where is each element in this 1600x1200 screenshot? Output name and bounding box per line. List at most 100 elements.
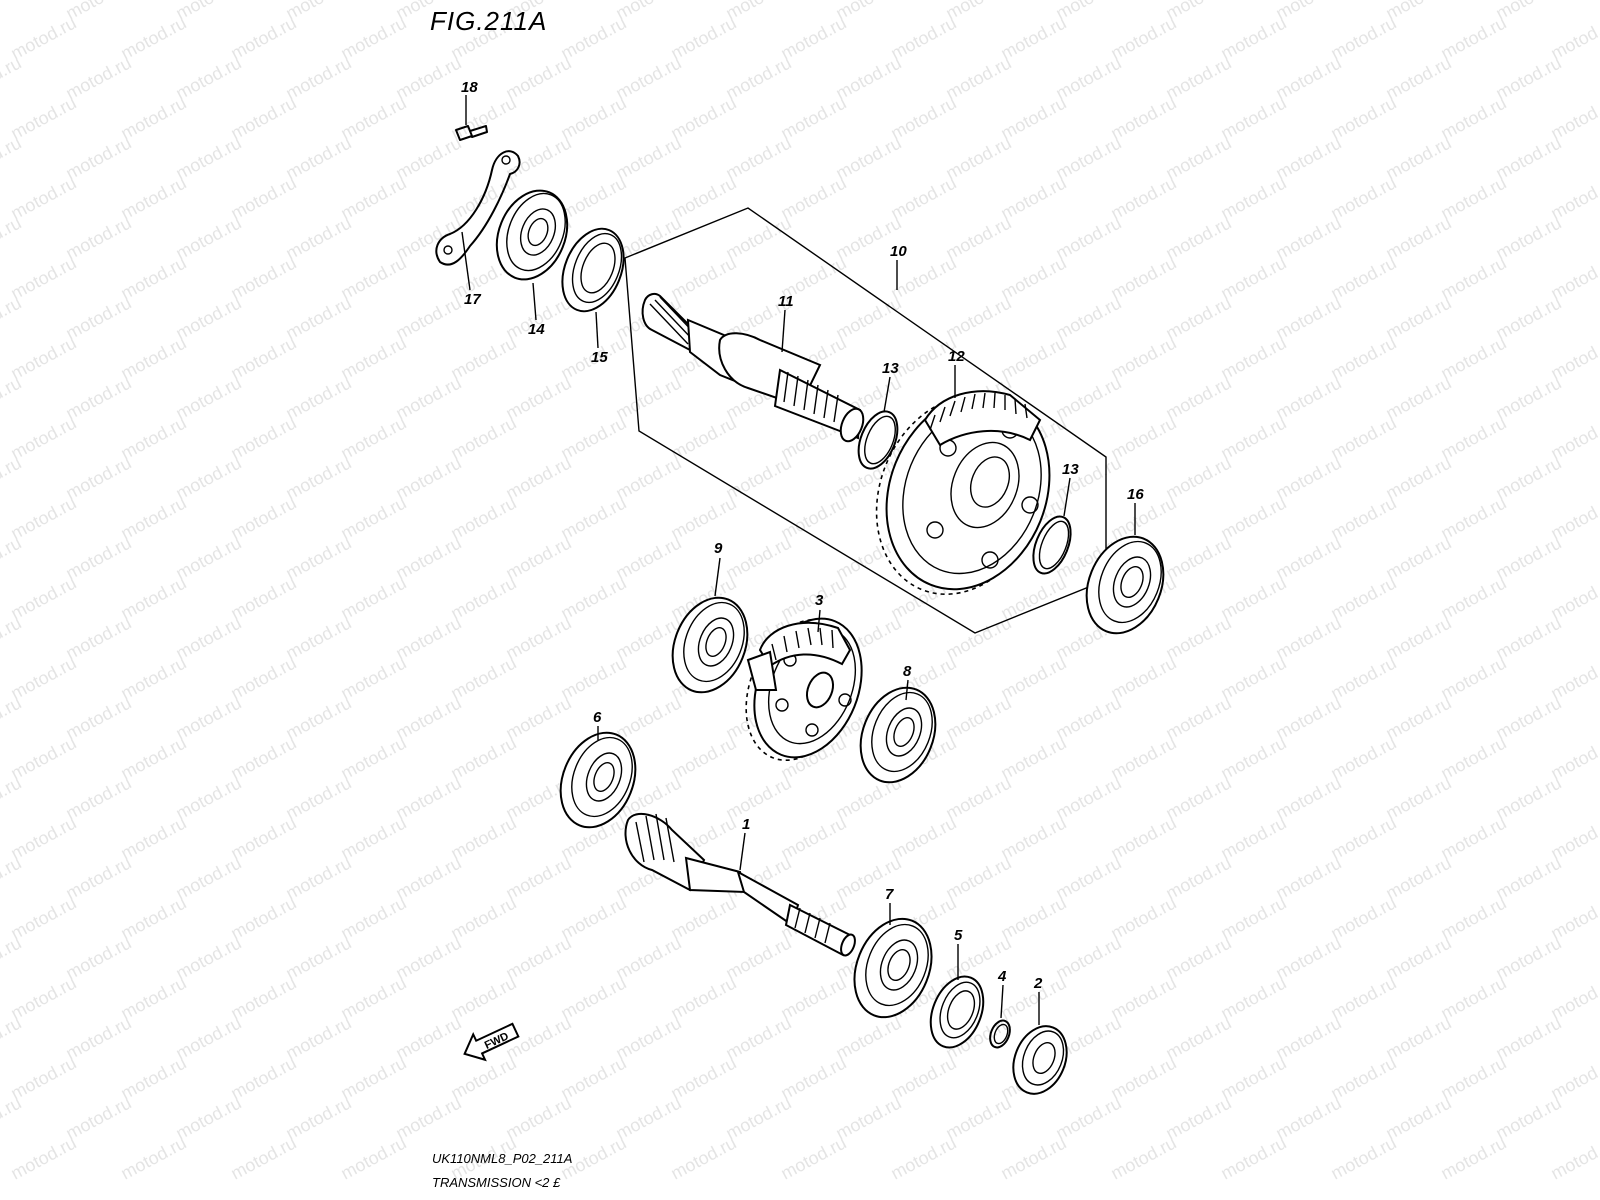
watermark-text: motod.ru — [117, 733, 189, 784]
watermark-text: motod.ru — [227, 493, 299, 544]
watermark-text: motod.ru — [1382, 373, 1454, 424]
watermark-text: motod.ru — [172, 693, 244, 744]
watermark-text: motod.ru — [887, 1053, 959, 1104]
watermark-text: motod.ru — [1217, 1053, 1289, 1104]
watermark-text: motod.ru — [1382, 533, 1454, 584]
watermark-text: motod.ru — [227, 653, 299, 704]
watermark-text: motod.ru — [1052, 293, 1124, 344]
watermark-text: motod.ru — [7, 653, 79, 704]
watermark-text: motod.ru — [172, 133, 244, 184]
watermark-text: motod.ru — [7, 973, 79, 1024]
watermark-text: motod.ru — [62, 1093, 134, 1144]
watermark-text: motod.ru — [1382, 1093, 1454, 1144]
watermark-text: motod.ru — [1107, 93, 1179, 144]
watermark-text: motod.ru — [1162, 213, 1234, 264]
watermark-text: motod.ru — [1217, 493, 1289, 544]
callout-1: 1 — [742, 816, 750, 833]
watermark-text: motod.ru — [117, 493, 189, 544]
watermark-text: motod.ru — [832, 853, 904, 904]
part-4-o-ring — [989, 1019, 1011, 1049]
callout-13-upper: 13 — [882, 360, 899, 377]
watermark-text: motod.ru — [1162, 293, 1234, 344]
watermark-text: motod.ru — [1162, 773, 1234, 824]
watermark-text: motod.ru — [337, 253, 409, 304]
watermark-text: motod.ru — [777, 1133, 849, 1184]
watermark-text: motod.ru — [1052, 1093, 1124, 1144]
watermark-text: motod.ru — [777, 573, 849, 624]
watermark-text: motod.ru — [117, 573, 189, 624]
watermark-text: motod.ru — [777, 973, 849, 1024]
watermark-text: motod.ru — [62, 373, 134, 424]
watermark-text: motod.ru — [722, 933, 794, 984]
figure-section: TRANSMISSION <2 £ — [432, 1175, 561, 1190]
part-5-oil-seal — [929, 975, 985, 1049]
watermark-text: motod.ru — [172, 293, 244, 344]
watermark-text: motod.ru — [172, 53, 244, 104]
watermark-text: motod.ru — [1052, 213, 1124, 264]
watermark-text: motod.ru — [1382, 213, 1454, 264]
watermark-text: motod.ru — [1217, 733, 1289, 784]
watermark-text: motod.ru — [1107, 333, 1179, 384]
watermark-text: motod.ru — [557, 493, 629, 544]
watermark-text: motod.ru — [887, 253, 959, 304]
watermark-text: motod.ru — [887, 813, 959, 864]
watermark-text: motod.ru — [282, 1013, 354, 1064]
watermark-text: motod.ru — [172, 213, 244, 264]
watermark-text: motod.ru — [227, 733, 299, 784]
watermark-text: motod.ru — [557, 93, 629, 144]
watermark-text: motod.ru — [392, 373, 464, 424]
watermark-text: motod.ru — [7, 13, 79, 64]
watermark-text: motod.ru — [227, 333, 299, 384]
watermark-text: motod.ru — [1272, 693, 1344, 744]
watermark-text: motod.ru — [62, 1013, 134, 1064]
watermark-text: motod.ru — [832, 1093, 904, 1144]
watermark-text: motod.ru — [1437, 333, 1509, 384]
watermark-text: motod.ru — [1217, 973, 1289, 1024]
watermark-text: motod.ru — [392, 533, 464, 584]
watermark-text: motod.ru — [172, 373, 244, 424]
watermark-text: motod.ru — [62, 533, 134, 584]
watermark-text: motod.ru — [282, 773, 354, 824]
watermark-text: motod.ru — [392, 53, 464, 104]
watermark-text: motod.ru — [1162, 1093, 1234, 1144]
watermark-text: motod.ru — [172, 773, 244, 824]
watermark-text: motod.ru — [227, 813, 299, 864]
watermark-text: motod.ru — [392, 133, 464, 184]
watermark-text: motod.ru — [777, 813, 849, 864]
watermark-text: motod.ru — [502, 613, 574, 664]
watermark-text: motod.ru — [117, 893, 189, 944]
watermark-text: motod.ru — [7, 813, 79, 864]
watermark-text: motod.ru — [1217, 653, 1289, 704]
watermark-text: motod.ru — [1162, 133, 1234, 184]
watermark-text: motod.ru — [1437, 973, 1509, 1024]
watermark-text: motod.ru — [1437, 253, 1509, 304]
watermark-text: motod.ru — [612, 533, 684, 584]
watermark-text: motod.ru — [7, 493, 79, 544]
watermark-text: motod.ru — [1437, 733, 1509, 784]
watermark-text: motod.ru — [1382, 933, 1454, 984]
watermark-text: motod.ru — [997, 813, 1069, 864]
watermark-text: motod.ru — [282, 53, 354, 104]
callout-6: 6 — [593, 709, 602, 726]
watermark-text: motod.ru — [282, 1093, 354, 1144]
watermark-text: motod.ru — [1437, 493, 1509, 544]
callout-13-lower: 13 — [1062, 461, 1079, 478]
watermark-text: motod.ru — [7, 1133, 79, 1184]
watermark-text: motod.ru — [392, 293, 464, 344]
watermark-text: motod.ru — [7, 93, 79, 144]
watermark-text: motod.ru — [1272, 533, 1344, 584]
watermark-text: motod.ru — [722, 213, 794, 264]
watermark-text: motod.ru — [1272, 1013, 1344, 1064]
watermark-text: motod.ru — [1107, 733, 1179, 784]
watermark-text: motod.ru — [282, 613, 354, 664]
watermark-text: motod.ru — [1382, 53, 1454, 104]
watermark-text: motod.ru — [337, 493, 409, 544]
watermark-text: motod.ru — [1492, 1093, 1564, 1144]
watermark-text: motod.ru — [832, 293, 904, 344]
watermark-text: motod.ru — [942, 53, 1014, 104]
watermark-text: motod.ru — [1217, 573, 1289, 624]
part-17-retainer-plate — [435, 150, 521, 266]
watermark-text: motod.ru — [1162, 1013, 1234, 1064]
watermark-text: motod.ru — [227, 413, 299, 464]
